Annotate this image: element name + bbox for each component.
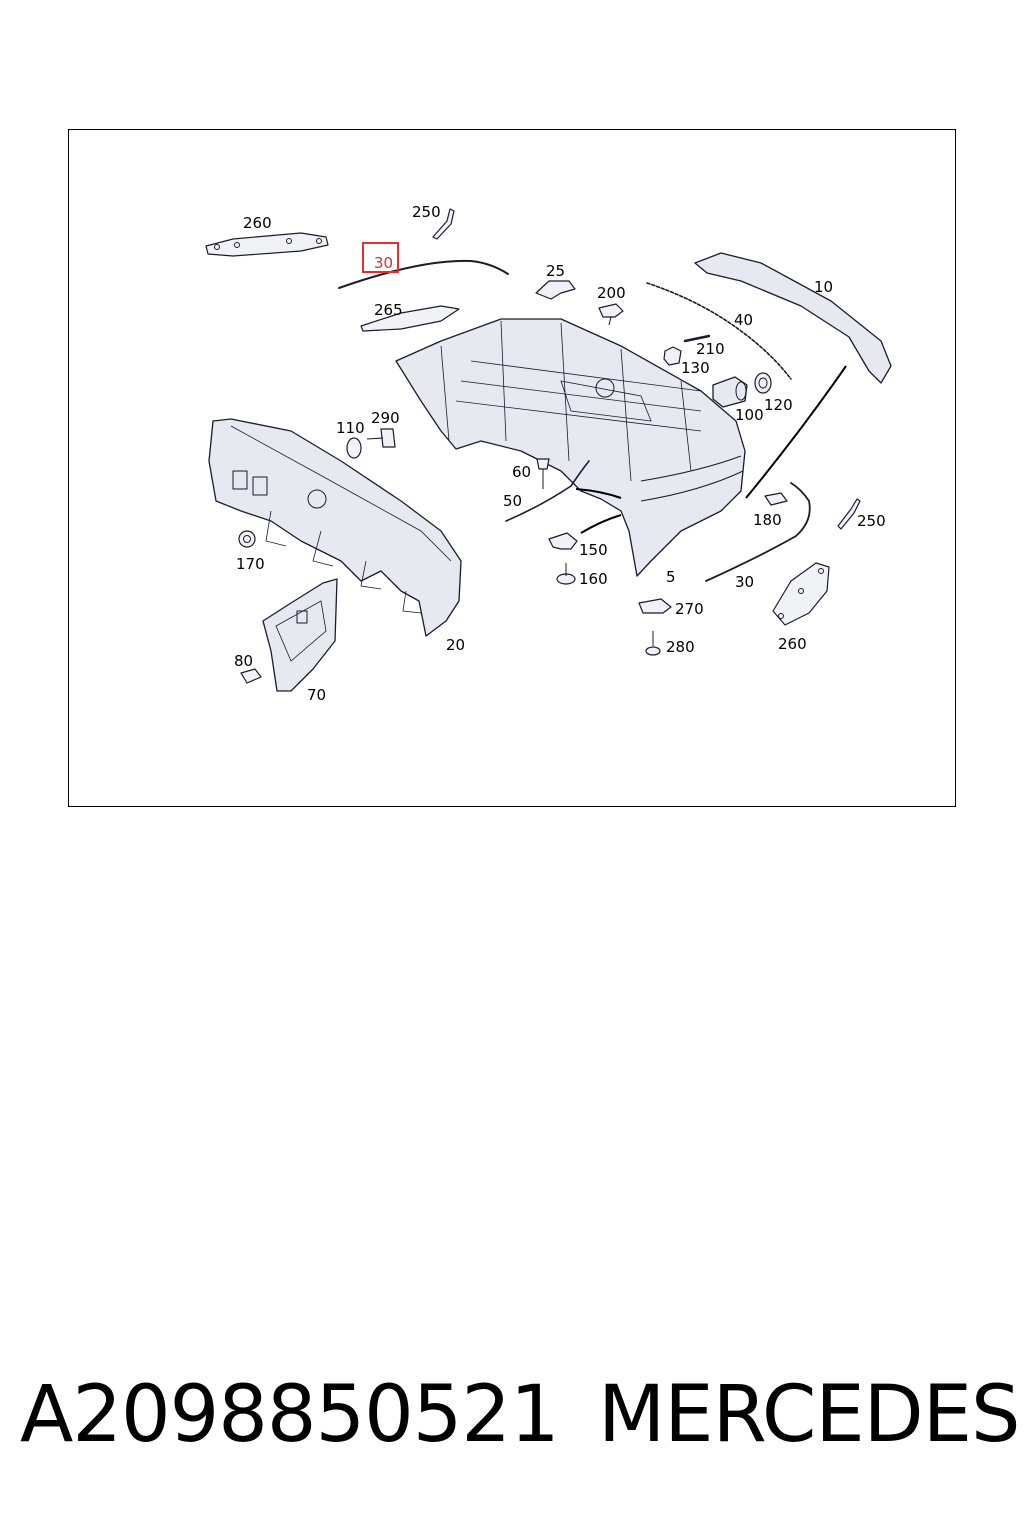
callout-20: 20 [446, 636, 465, 654]
part-10-spoiler [694, 252, 892, 384]
callout-150: 150 [579, 541, 608, 559]
part-260-lower-plate [772, 562, 830, 626]
bumper-exploded-diagram: 260 250 30 25 200 10 265 40 210 130 100 … [205, 203, 892, 704]
part-160-screw [556, 563, 576, 585]
part-270-nut-plate [638, 598, 672, 614]
callout-120: 120 [764, 396, 793, 414]
callout-50: 50 [503, 492, 522, 510]
arrow-to-bumper-lower [580, 514, 622, 534]
callout-250-bottom: 250 [857, 512, 886, 530]
part-30-lower-strip [705, 482, 811, 582]
part-40-strip [646, 282, 792, 380]
callout-5: 5 [666, 568, 676, 586]
part-200-clip [598, 303, 624, 326]
part-130-sensor-holder [663, 346, 682, 366]
footer: A2098850521 MERCEDES [0, 1370, 1024, 1470]
part-210-pin [683, 334, 711, 343]
part-265-pad [360, 305, 460, 332]
callout-250-top: 250 [412, 203, 441, 221]
part-250-lower-strip [837, 498, 861, 530]
callout-40: 40 [734, 311, 753, 329]
callout-130: 130 [681, 359, 710, 377]
part-290-bolt [366, 428, 396, 448]
callout-30-bottom: 30 [735, 573, 754, 591]
callout-80: 80 [234, 652, 253, 670]
brand-name: MERCEDES [598, 1370, 1020, 1460]
arrow-from-strip-40 [745, 365, 847, 499]
callout-60: 60 [512, 463, 531, 481]
part-number: A2098850521 [20, 1370, 560, 1460]
arrow-to-bumper-upper [575, 488, 622, 499]
callout-210: 210 [696, 340, 725, 358]
part-120-ring [754, 372, 772, 394]
highlight-box-30 [362, 242, 399, 273]
part-110-washer [346, 437, 362, 459]
parts-diagram-frame: 260 250 30 25 200 10 265 40 210 130 100 … [68, 129, 956, 807]
part-60-clip [536, 458, 550, 489]
callout-265: 265 [374, 301, 403, 319]
callout-270: 270 [675, 600, 704, 618]
part-80-clip [240, 668, 262, 684]
part-100-sensor [712, 376, 748, 408]
part-20-support [208, 418, 462, 637]
callout-170: 170 [236, 555, 265, 573]
callout-110: 110 [336, 419, 365, 437]
callout-260-bottom: 260 [778, 635, 807, 653]
part-50-strip [505, 460, 590, 522]
part-150-clip [548, 532, 578, 550]
part-260-upper-plate [205, 232, 329, 257]
callout-200: 200 [597, 284, 626, 302]
part-5-bumper-cover [395, 318, 746, 577]
callout-10: 10 [814, 278, 833, 296]
callout-260-top: 260 [243, 214, 272, 232]
part-250-upper-strip [432, 208, 455, 240]
part-30-upper-strip [338, 259, 509, 289]
part-170-nut [238, 530, 256, 548]
callout-25: 25 [546, 262, 565, 280]
part-180-clip [764, 492, 788, 506]
callout-100: 100 [735, 406, 764, 424]
callout-280: 280 [666, 638, 695, 656]
callout-290: 290 [371, 409, 400, 427]
callout-180: 180 [753, 511, 782, 529]
callout-160: 160 [579, 570, 608, 588]
part-25-bracket [535, 280, 576, 300]
callout-30-top-highlighted: 30 [374, 254, 393, 272]
part-280-screw [645, 631, 661, 656]
callout-70: 70 [307, 686, 326, 704]
part-70-cover [262, 578, 338, 692]
